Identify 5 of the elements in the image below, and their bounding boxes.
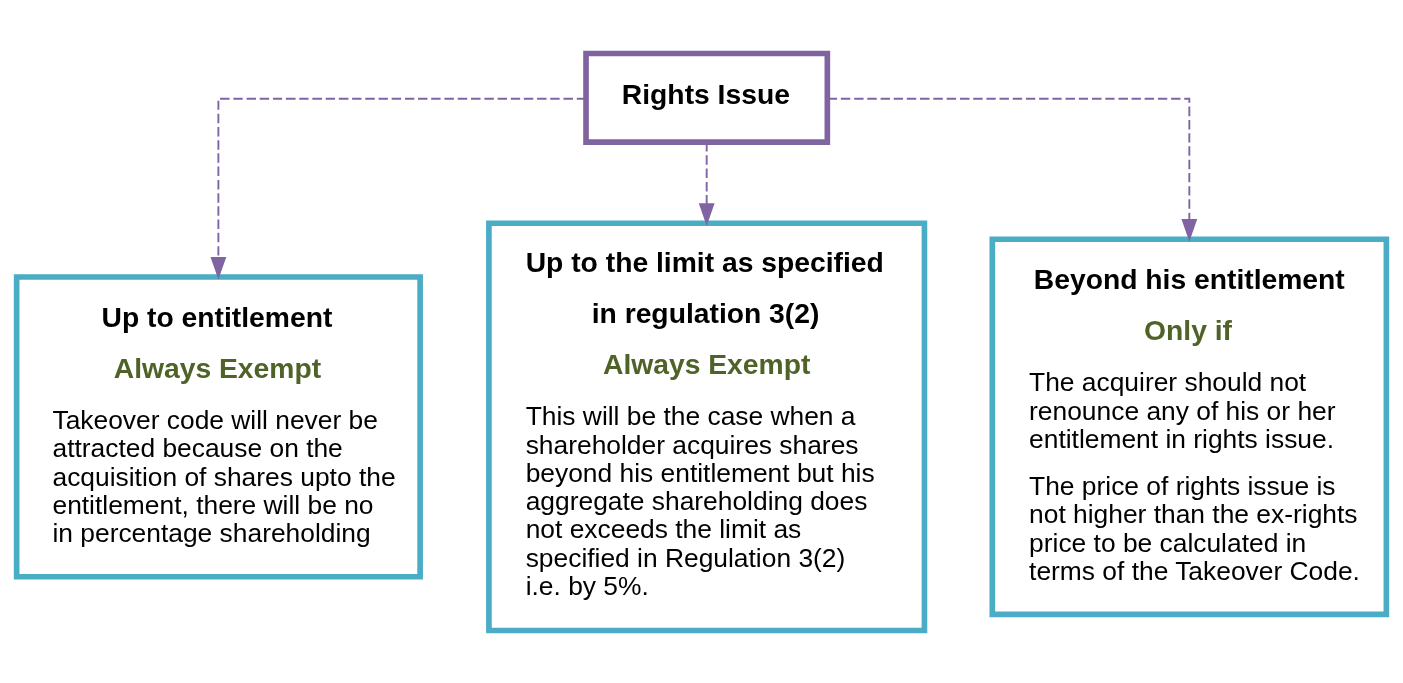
node-box: Rights Issue (583, 50, 831, 145)
arrow (210, 97, 587, 280)
node-box: Up to entitlement Always Exempt Takeover code will never be attracted because on the acquisition of shares upto the entitlement, there will be no in percentage shareholding (13, 273, 423, 580)
node-box: Up to the limit as specified in regulation 3(2) Always Exempt This will be the case when a shareholder acquires shares beyond his entitlement but his aggregate shareholding does not exceeds the limit as specified in Regulation 3(2) i.e. by 5%. (486, 219, 928, 633)
node-box: Beyond his entitlement Only if The acquirer should not renounce any of his or her entitlement in rights issue. The price of rights issue is not higher than the ex-rights price to be calculated in terms of the Takeover Code. (989, 235, 1390, 617)
